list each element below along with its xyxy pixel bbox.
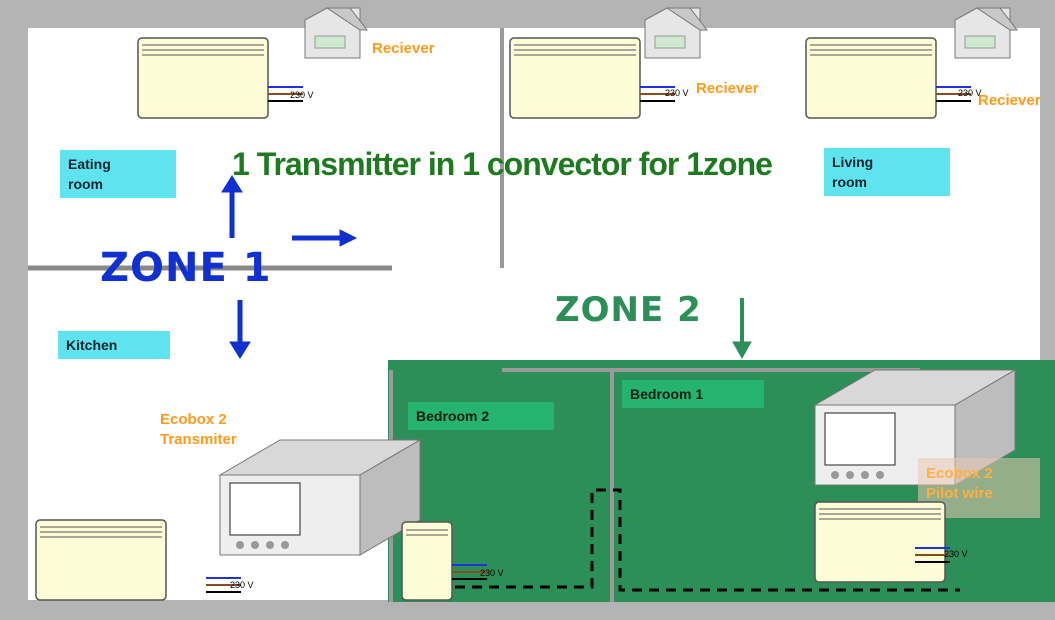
- zone-2-label: ZONE 2: [555, 290, 702, 330]
- frame-bottom: [0, 600, 1055, 620]
- room-label-eating: Eating room: [60, 150, 176, 198]
- voltage-label-6: 230 V: [944, 549, 968, 559]
- arrow-right: [292, 229, 358, 247]
- bedroom2-convector: [401, 521, 453, 601]
- pilot-line2: Pilot wire: [926, 485, 993, 502]
- receiver-label-2: Reciever: [696, 80, 759, 97]
- frame-left: [0, 0, 28, 620]
- living-room-line2: room: [832, 174, 867, 190]
- pilot-wire-label: Ecobox 2 Pilot wire: [926, 464, 993, 504]
- frame-top: [0, 0, 1055, 28]
- arrow-up: [221, 175, 243, 238]
- room-label-living: Living room: [824, 148, 950, 196]
- receiver-label-3: Reciever: [978, 92, 1041, 109]
- zone-1-label: ZONE 1: [100, 245, 272, 291]
- pilot-line1: Ecobox 2: [926, 465, 993, 482]
- voltage-label-4: 230 V: [230, 580, 254, 590]
- transmitter-label: Ecobox 2 Transmiter: [160, 410, 237, 450]
- arrow-down: [229, 300, 251, 359]
- voltage-label-1: 230 V: [290, 90, 314, 100]
- diagram-title: 1 Transmitter in 1 convector for 1zone: [232, 146, 773, 182]
- living-room-line1: Living: [832, 154, 874, 170]
- room-label-bedroom1: Bedroom 1: [622, 380, 764, 408]
- transmitter-line2: Transmiter: [160, 431, 237, 448]
- transmitter-line1: Ecobox 2: [160, 411, 227, 428]
- arrow-zone2-down: [732, 298, 752, 360]
- voltage-label-5: 230 V: [480, 568, 504, 578]
- room-label-kitchen: Kitchen: [58, 331, 170, 359]
- voltage-label-3: 230 V: [958, 88, 982, 98]
- room-label-bedroom2: Bedroom 2: [408, 402, 554, 430]
- voltage-label-2: 230 V: [665, 88, 689, 98]
- eating-room-line2: room: [68, 176, 103, 192]
- pilot-wire-dashed: [455, 488, 960, 592]
- eating-room-line1: Eating: [68, 156, 111, 172]
- receiver-label-1: Reciever: [372, 40, 435, 57]
